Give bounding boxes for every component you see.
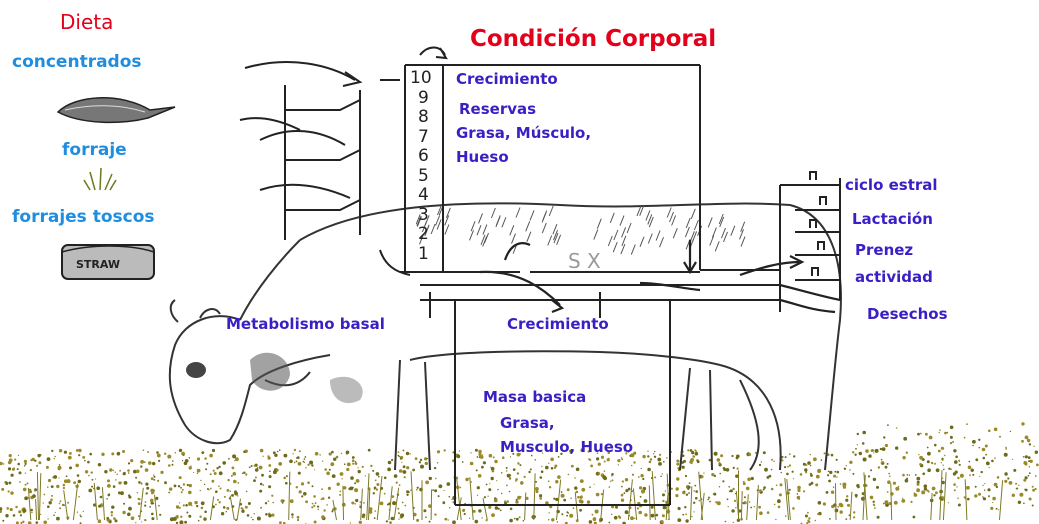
flow-arrows [480, 240, 840, 312]
output-pregnancy: Prenez [855, 241, 913, 259]
diet-concentrates: concentrados [12, 52, 142, 72]
scale-number: 4 [418, 185, 429, 205]
reserves-growth: Crecimiento [456, 70, 558, 88]
scale-number: 5 [418, 166, 429, 186]
cow-hatching [416, 205, 745, 255]
growth-label: Crecimiento [507, 315, 609, 333]
basic-mass-heading: Masa basica [483, 388, 586, 406]
diet-heading: Dieta [60, 10, 113, 34]
output-estrous-cycle: ciclo estral [845, 176, 938, 194]
center-mark: S X [568, 249, 601, 273]
scale-number: 2 [418, 224, 429, 244]
basic-mass-fat: Grasa, [500, 414, 555, 432]
output-activity: actividad [855, 268, 933, 286]
basal-metabolism-label: Metabolismo basal [226, 315, 385, 333]
scale-number: 3 [418, 205, 429, 225]
output-waste: Desechos [867, 305, 948, 323]
bale-label: STRAW [76, 258, 120, 271]
reserves-fat-muscle: Grasa, Músculo, [456, 124, 591, 142]
diet-forage: forraje [62, 140, 127, 160]
scale-number: 7 [418, 127, 429, 147]
basic-mass-muscle-bone: Musculo, Hueso [500, 438, 633, 456]
scale-number: 6 [418, 146, 429, 166]
scale-number: 9 [418, 88, 429, 108]
straw-bale-icon: STRAW [62, 245, 154, 279]
scale-box [400, 65, 780, 272]
scale-number: 8 [418, 107, 429, 127]
concentrate-icon [58, 98, 175, 123]
scale-number: 10 [410, 68, 432, 88]
scale-number: 1 [418, 244, 429, 264]
forage-icon [84, 168, 116, 190]
reserves-heading: Reservas [459, 100, 536, 118]
diet-rough-forage: forrajes toscos [12, 207, 155, 227]
page-title: Condición Corporal [470, 26, 716, 52]
reserves-bone: Hueso [456, 148, 509, 166]
output-lactation: Lactación [852, 210, 933, 228]
